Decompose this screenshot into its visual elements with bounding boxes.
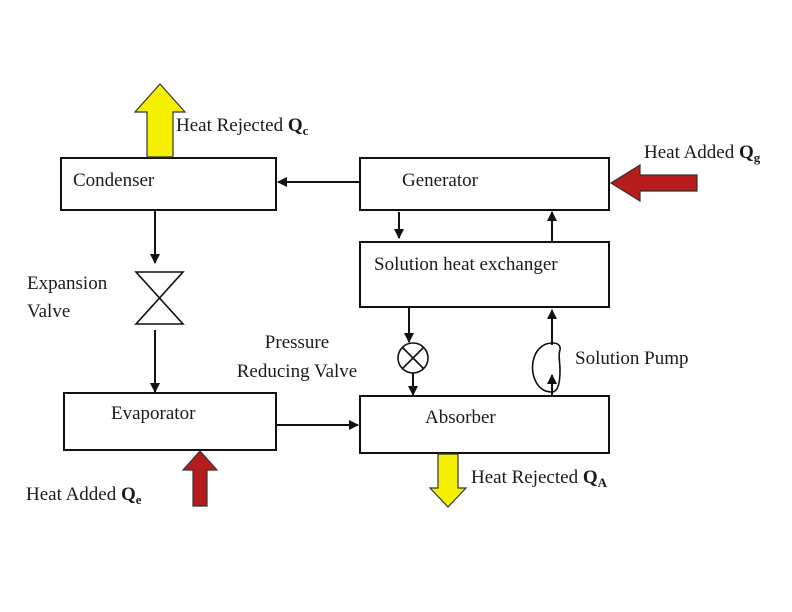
- expansion-valve-label-line1: Expansion: [27, 273, 108, 294]
- condenser-box: [60, 157, 277, 211]
- heat-rejected-absorber-label: Heat Rejected QA: [471, 467, 608, 490]
- evaporator-box: [63, 392, 277, 451]
- solution-heat-exchanger-box: [359, 241, 610, 308]
- condenser-label: Condenser: [73, 170, 155, 191]
- heat-added-generator-arrow: [609, 163, 698, 203]
- absorber-block: Absorber: [359, 395, 610, 454]
- heat-rejected-absorber-arrow: [428, 453, 468, 508]
- heat-added-evaporator-label: Heat Added Qe: [26, 484, 142, 507]
- generator-label: Generator: [402, 170, 479, 191]
- heat-added-evaporator-arrow: [181, 450, 219, 507]
- expansion-valve-icon: [134, 271, 185, 325]
- solution-heat-exchanger-label: Solution heat exchanger: [374, 254, 558, 275]
- expansion-valve-label-line2: Valve: [27, 301, 70, 322]
- evaporator-label: Evaporator: [111, 403, 196, 424]
- pressure-reducing-valve-label-line2: Reducing Valve: [237, 361, 358, 382]
- pressure-reducing-valve-label-line1: Pressure: [265, 332, 329, 353]
- heat-added-generator-label: Heat Added Qg: [644, 142, 761, 165]
- generator-box: [359, 157, 610, 211]
- solution-heat-exchanger-block: Solution heat exchanger: [359, 241, 610, 308]
- heat-rejected-condenser-label: Heat Rejected Qc: [176, 115, 309, 138]
- condenser-block: Condenser: [60, 157, 277, 211]
- pressure-reducing-valve-icon: [397, 342, 429, 374]
- solution-pump-label: Solution Pump: [575, 348, 689, 369]
- absorber-label: Absorber: [425, 407, 496, 428]
- generator-block: Generator: [359, 157, 610, 211]
- heat-rejected-condenser-arrow: [133, 83, 187, 158]
- solution-pump-icon: [531, 342, 561, 393]
- evaporator-block: Evaporator: [63, 392, 277, 451]
- absorber-box: [359, 395, 610, 454]
